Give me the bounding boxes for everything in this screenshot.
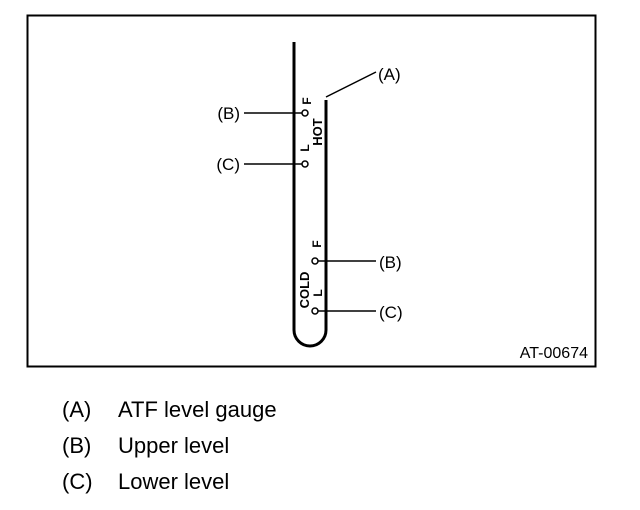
legend-key: (B) [62, 433, 92, 458]
diagram-frame [26, 14, 597, 368]
callout-b-hot: (B) [217, 104, 240, 123]
callout-c-hot: (C) [216, 155, 240, 174]
cold-label: COLD [297, 272, 312, 309]
cold-low-mark: L [311, 289, 325, 296]
legend-item-a: (A) ATF level gauge [62, 392, 277, 428]
legend-text: ATF level gauge [118, 397, 277, 422]
cold-full-mark: F [310, 240, 324, 247]
atf-gauge-diagram: F HOT L F COLD L (A) (B) (C) (B) (C) AT-… [26, 14, 597, 368]
legend-text: Upper level [118, 433, 230, 458]
hot-label: HOT [310, 118, 325, 146]
hot-full-mark: F [300, 97, 314, 104]
callout-a: (A) [378, 65, 401, 84]
legend-key: (A) [62, 397, 92, 422]
hot-low-mark: L [298, 144, 312, 151]
legend-key: (C) [62, 469, 93, 494]
callout-c-cold: (C) [379, 303, 403, 322]
legend-text: Lower level [118, 469, 230, 494]
leader-line-a [325, 71, 377, 98]
legend-item-c: (C) Lower level [62, 464, 277, 500]
hot-lower-dot [301, 160, 309, 168]
cold-lower-dot [311, 307, 319, 315]
cold-upper-dot [311, 257, 319, 265]
hot-upper-dot [301, 109, 309, 117]
legend: (A) ATF level gauge (B) Upper level (C) Low… [62, 392, 277, 500]
callout-b-cold: (B) [379, 253, 402, 272]
legend-item-b: (B) Upper level [62, 428, 277, 464]
dipstick-outline [292, 42, 328, 348]
figure-id: AT-00674 [520, 345, 588, 362]
